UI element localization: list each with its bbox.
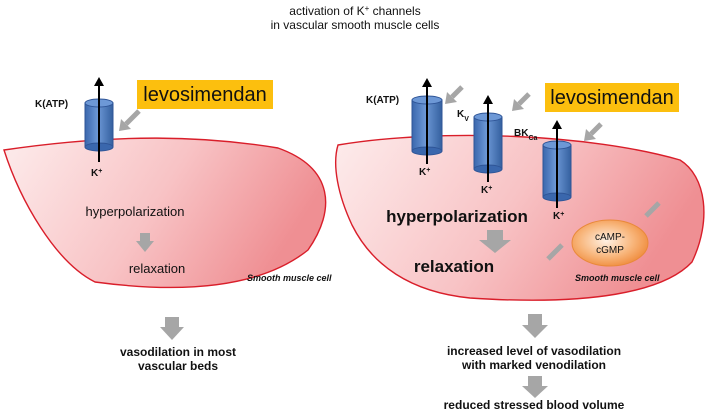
left-levosimendan-box — [137, 80, 273, 109]
header-title-line2: in vascular smooth muscle cells — [271, 18, 440, 32]
right-bkca-ion-label: K+ — [553, 211, 564, 223]
header-title-line1: activation of K+ channels — [289, 4, 420, 19]
right-relaxation-label: relaxation — [414, 257, 494, 276]
right-outcome-line2: with marked venodilation — [461, 358, 606, 372]
left-cell-label: Smooth muscle cell — [247, 273, 332, 283]
right-final-outcome: reduced stressed blood volume — [444, 398, 625, 412]
left-panel: K(ATP) K+ levosimendan hyperpolarization… — [3, 77, 332, 373]
right-outcome-line1: increased level of vasodilation — [447, 344, 621, 358]
right-bkca-drug-arrow-icon — [584, 122, 603, 141]
right-levosimendan-label: levosimendan — [550, 87, 673, 109]
right-panel: K(ATP) K+ KV K+ BKCa K+ — [335, 78, 705, 412]
left-levosimendan-label: levosimendan — [143, 84, 266, 106]
right-camp-in-arrow-icon — [644, 201, 661, 218]
right-bkca-channel-icon — [542, 120, 572, 208]
right-camp-cgmp-ellipse — [571, 219, 649, 267]
right-kv-channel-icon — [473, 95, 503, 182]
right-kv-label: KV — [457, 109, 469, 123]
right-katp-label: K(ATP) — [366, 95, 399, 106]
left-drug-arrow-icon — [119, 109, 141, 131]
right-kv-ion-label: K+ — [481, 185, 492, 197]
left-hyperpolarization-label: hyperpolarization — [85, 204, 184, 219]
right-bkca-label: BKCa — [514, 128, 538, 142]
right-hyperpolarization-label: hyperpolarization — [386, 207, 528, 226]
left-outcome-line2: vascular beds — [138, 359, 218, 373]
left-katp-channel-icon — [84, 77, 114, 162]
left-outcome-arrow-icon — [160, 317, 184, 340]
left-smooth-muscle-cell — [3, 137, 327, 289]
left-outcome-line1: vasodilation in most — [120, 345, 236, 359]
right-levosimendan-box — [545, 83, 679, 112]
right-step-arrow-icon — [479, 230, 511, 253]
right-katp-channel-icon — [411, 78, 443, 164]
left-step-arrow-icon — [136, 233, 154, 252]
right-kv-drug-arrow-icon — [512, 92, 531, 111]
right-final-arrow-icon — [522, 376, 548, 398]
right-outcome-arrow-icon — [522, 314, 548, 338]
left-katp-label: K(ATP) — [35, 99, 68, 110]
left-ion-label: K+ — [91, 168, 102, 180]
right-cgmp-label: cGMP — [596, 245, 624, 256]
right-katp-ion-label: K+ — [419, 167, 430, 179]
right-katp-drug-arrow-icon — [445, 85, 464, 104]
right-camp-label: cAMP- — [595, 232, 625, 243]
left-relaxation-label: relaxation — [129, 261, 185, 276]
right-cell-label: Smooth muscle cell — [575, 273, 660, 283]
right-camp-out-arrow-icon — [546, 243, 564, 261]
